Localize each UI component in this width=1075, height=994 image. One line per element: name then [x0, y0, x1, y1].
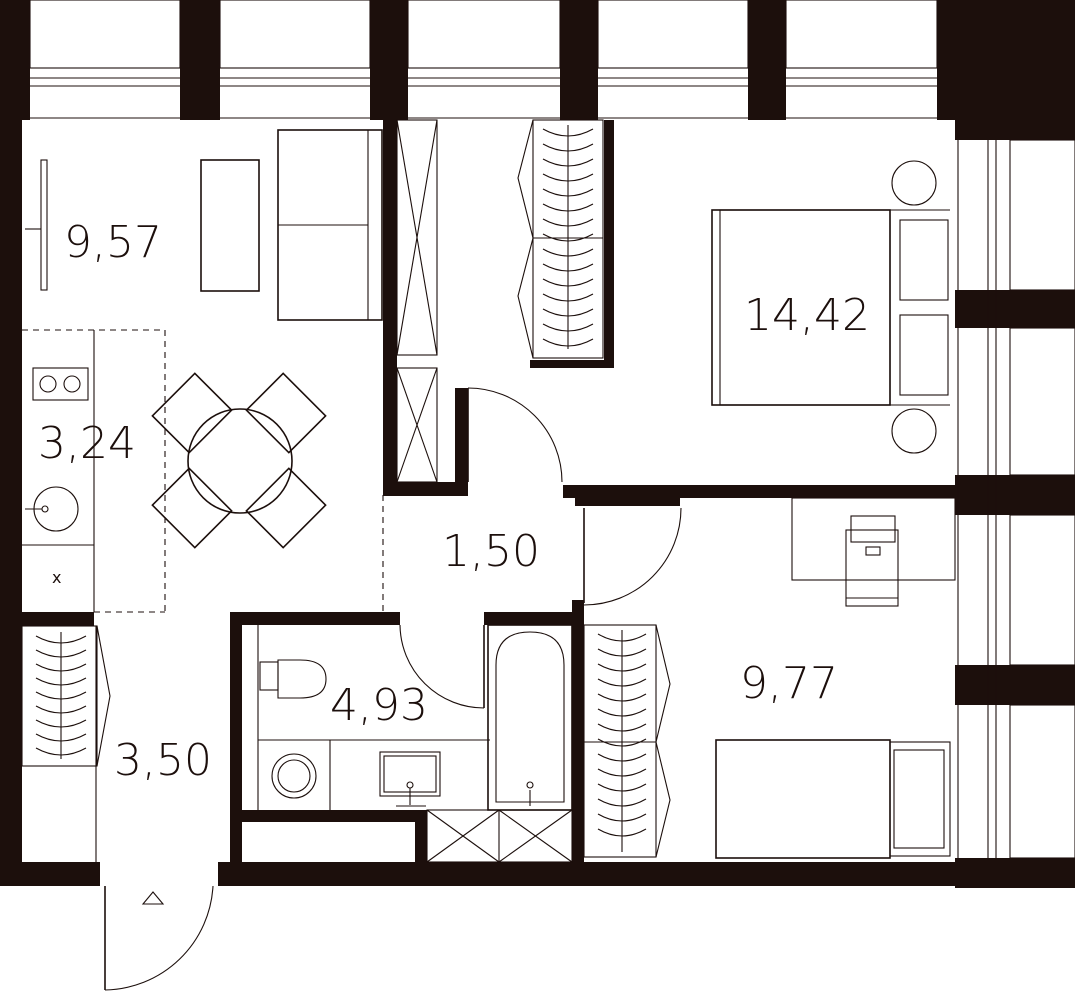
kitchen-sink-icon: [25, 486, 79, 532]
desk: [791, 497, 956, 607]
kitchen-counter: x: [22, 329, 384, 613]
storage-shelf: [426, 809, 573, 863]
corridor-wardrobe: [396, 119, 438, 483]
living-furniture: [25, 129, 383, 321]
bedroom2-door: [583, 507, 682, 606]
walls: [0, 120, 955, 886]
washing-machine-icon: [271, 753, 317, 799]
kitchen-area-label: 3,24: [38, 418, 136, 469]
bathroom-fixtures: [257, 624, 573, 863]
toilet-icon: [259, 659, 327, 699]
bathtub-icon: [487, 624, 573, 811]
single-bed: [715, 739, 951, 859]
bedroom2-area-label: 9,77: [740, 658, 838, 709]
doors: [95, 387, 682, 991]
bedroom-door: [467, 387, 563, 483]
bathroom-door: [399, 624, 485, 709]
bedroom2-wardrobe: [583, 624, 671, 858]
stove-icon: [32, 367, 89, 401]
entrance-door: [95, 626, 214, 991]
tv-icon: [25, 159, 48, 291]
bathroom-sink-icon: [379, 751, 441, 807]
bedroom-wardrobe: [517, 119, 604, 359]
appliance-marker: x: [52, 568, 61, 587]
bedroom-area-label: 14,42: [744, 290, 870, 341]
hall-wardrobe: [21, 625, 111, 767]
top-windows: [0, 0, 1075, 120]
corridor-area-label: 1,50: [442, 526, 540, 577]
bathroom-area-label: 4,93: [330, 680, 428, 731]
living-area-label: 9,57: [64, 217, 162, 268]
right-windows: [955, 120, 1075, 888]
dining-table: [151, 372, 327, 549]
hall-area-label: 3,50: [114, 735, 212, 786]
double-bed: [711, 160, 950, 454]
